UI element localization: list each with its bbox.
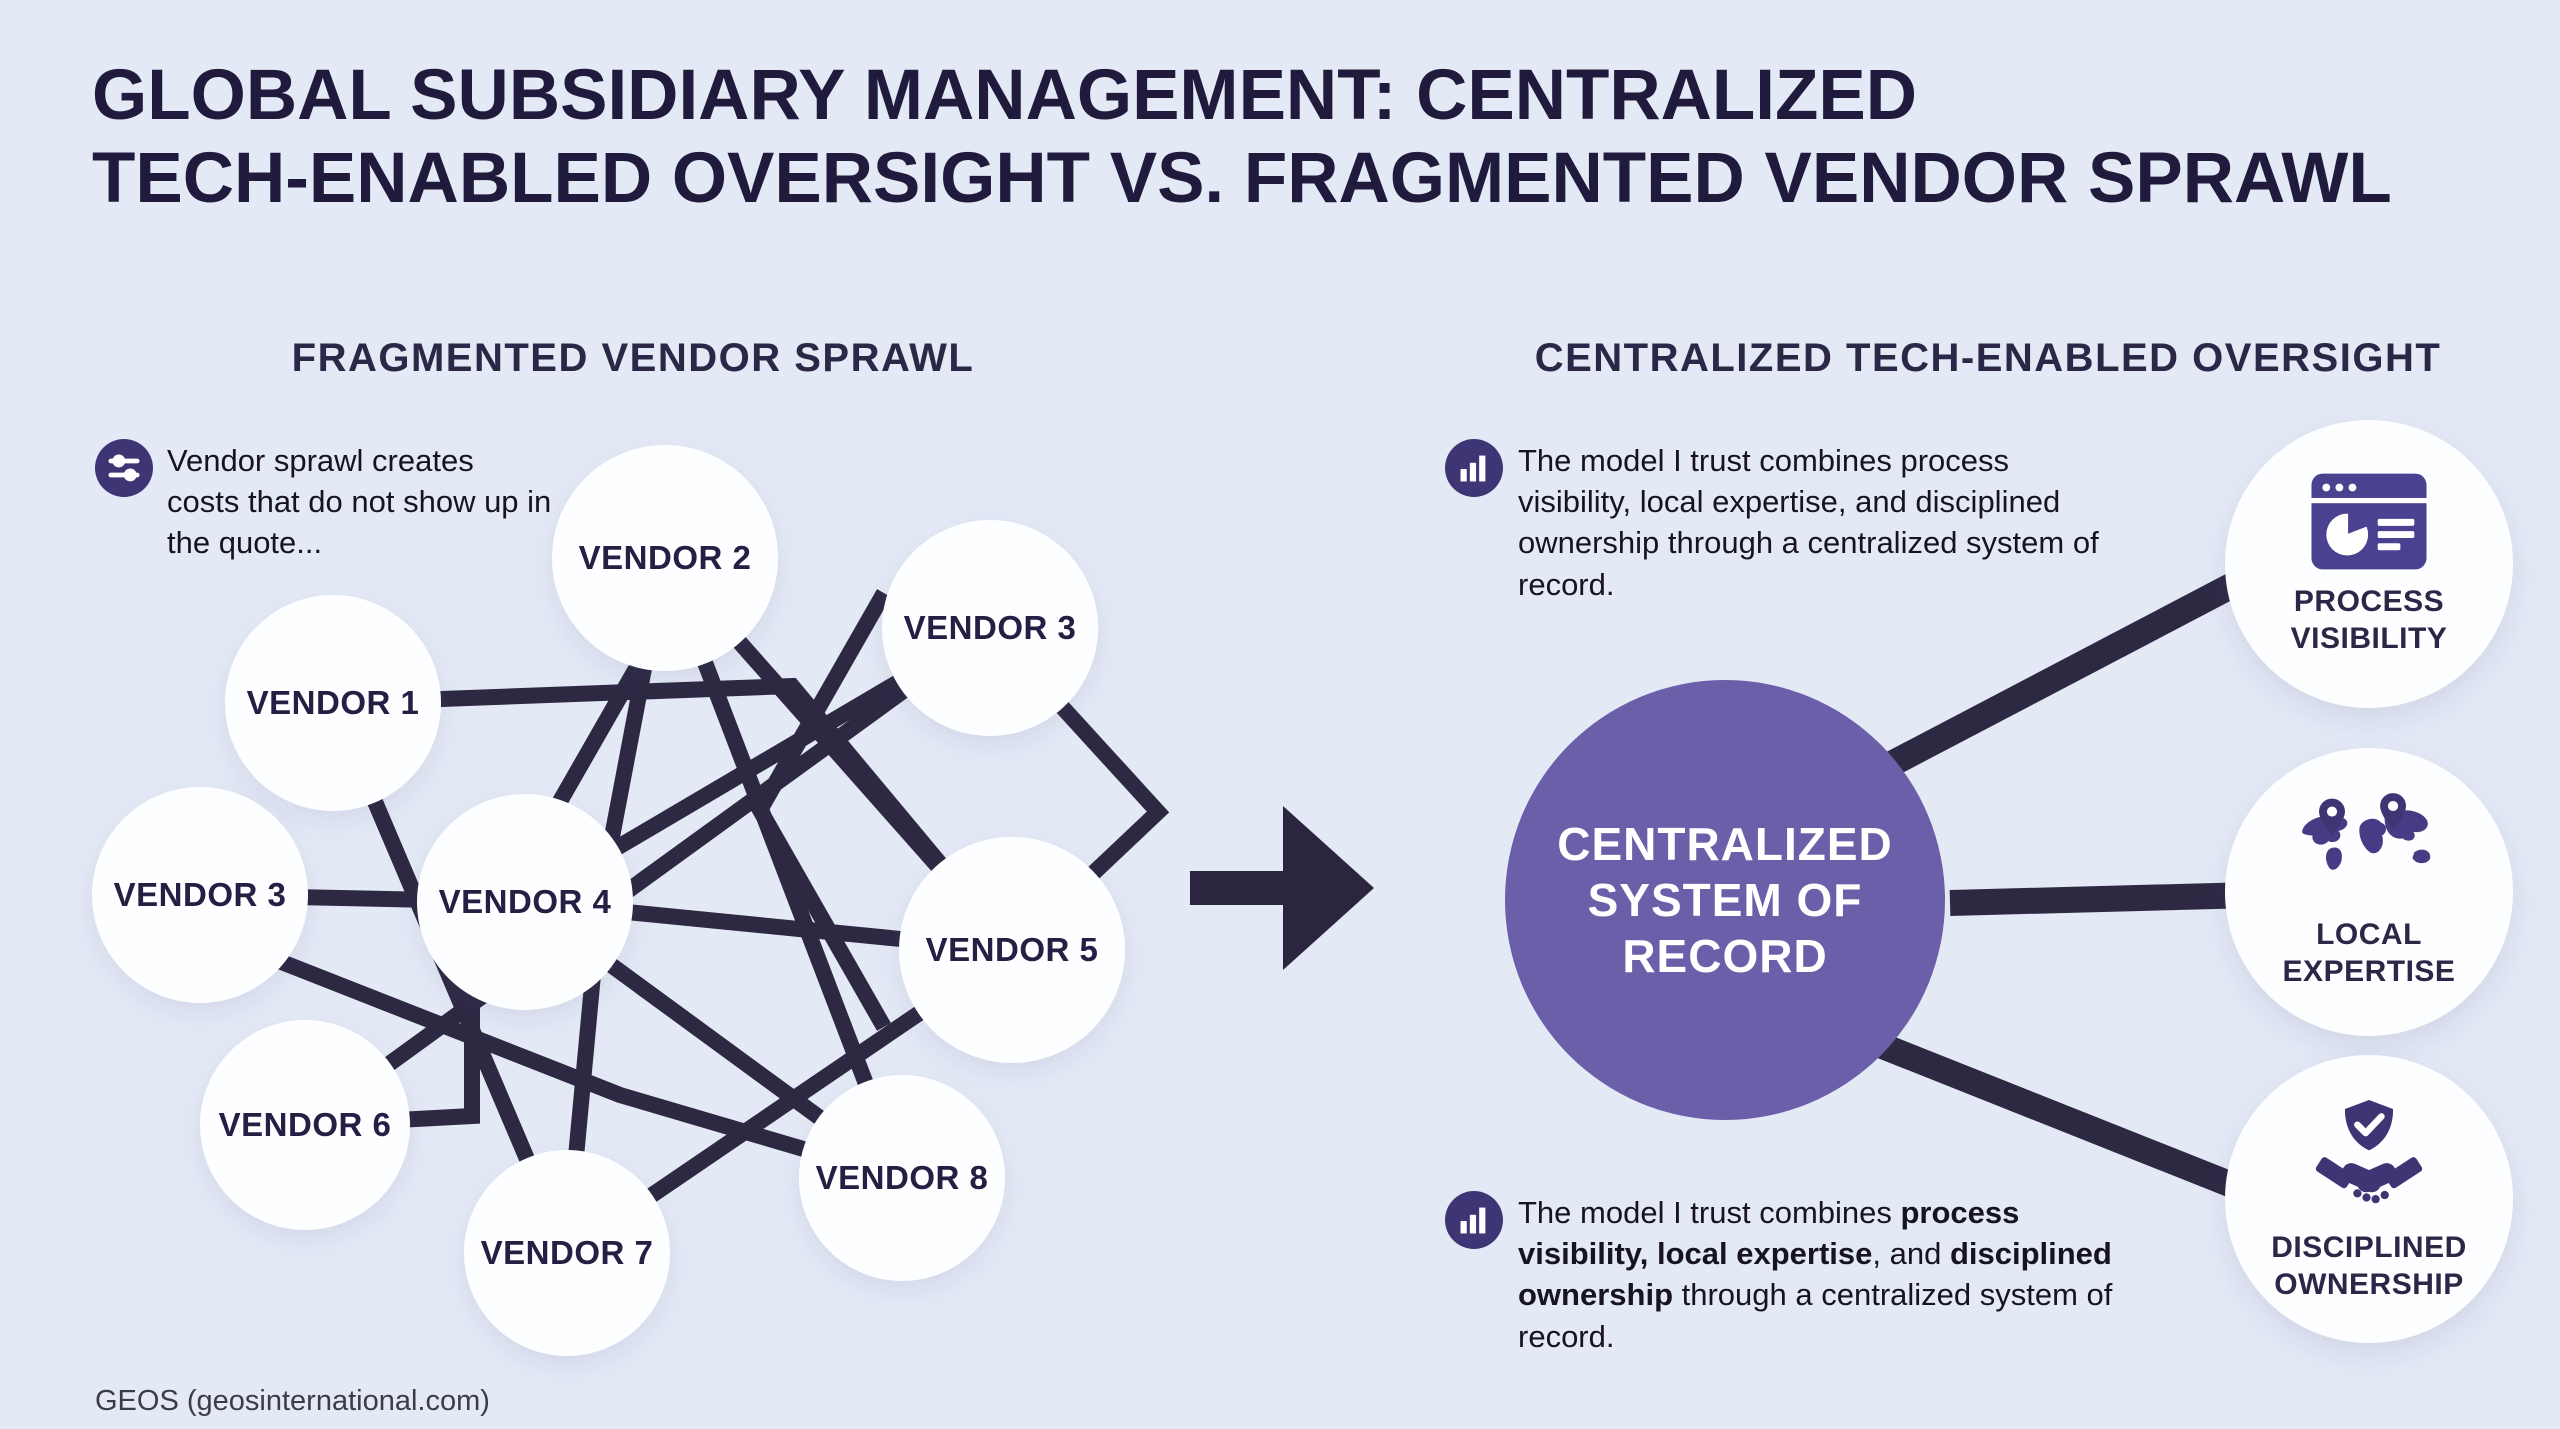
vendor-node: VENDOR 3 xyxy=(92,787,308,1003)
right-section-heading: CENTRALIZED TECH-ENABLED OVERSIGHT xyxy=(1534,336,2442,380)
left-note-text: Vendor sprawl creates costs that do not … xyxy=(167,443,552,561)
vendor-node: VENDOR 4 xyxy=(417,794,633,1010)
bar-chart-icon xyxy=(1445,1191,1503,1249)
vendor-label: VENDOR 8 xyxy=(815,1159,989,1196)
title-line-2: TECH-ENABLED OVERSIGHT VS. FRAGMENTED VE… xyxy=(92,139,2392,219)
vendor-label: VENDOR 6 xyxy=(218,1106,392,1143)
feature-label: PROCESS VISIBILITY xyxy=(2290,585,2448,655)
vendor-node: VENDOR 7 xyxy=(464,1150,670,1356)
sliders-icon xyxy=(95,439,153,497)
vendor-label: VENDOR 7 xyxy=(480,1234,654,1271)
vendor-label: VENDOR 2 xyxy=(578,539,752,576)
feature-disciplined-ownership: DISCIPLINED OWNERSHIP xyxy=(2225,1055,2513,1343)
vendor-label: VENDOR 3 xyxy=(113,876,287,913)
title-line-1: GLOBAL SUBSIDIARY MANAGEMENT: CENTRALIZE… xyxy=(92,56,1917,135)
vendor-node: VENDOR 6 xyxy=(200,1020,410,1230)
bar-chart-icon xyxy=(1445,439,1503,497)
feature-process-visibility: PROCESS VISIBILITY xyxy=(2225,420,2513,708)
page-title: GLOBAL SUBSIDIARY MANAGEMENT: CENTRALIZE… xyxy=(92,54,2522,220)
vendor-label: VENDOR 3 xyxy=(903,609,1077,646)
vendor-label: VENDOR 1 xyxy=(246,684,420,721)
footer-attribution: GEOS (geosinternational.com) xyxy=(95,1385,490,1417)
arrow-right-icon xyxy=(1190,806,1374,970)
vendor-label: VENDOR 4 xyxy=(438,883,612,920)
vendor-node: VENDOR 2 xyxy=(552,445,778,671)
right-top-note-text: The model I trust combines process visib… xyxy=(1518,443,2099,602)
feature-label: DISCIPLINED OWNERSHIP xyxy=(2271,1230,2467,1301)
left-section-heading: FRAGMENTED VENDOR SPRAWL xyxy=(291,336,975,380)
dashboard-report-icon xyxy=(2308,470,2430,578)
central-system-label: CENTRALIZED SYSTEM OF RECORD xyxy=(1557,817,1893,983)
right-bottom-note-text: The model I trust combines process visib… xyxy=(1518,1195,2113,1354)
vendor-node: VENDOR 3 xyxy=(882,520,1098,736)
feature-label: LOCAL EXPERTISE xyxy=(2282,918,2456,988)
vendor-node: VENDOR 8 xyxy=(799,1075,1005,1281)
vendor-node: VENDOR 5 xyxy=(899,837,1125,1063)
central-system-node: CENTRALIZED SYSTEM OF RECORD xyxy=(1505,680,1945,1120)
vendor-label: VENDOR 5 xyxy=(925,931,1099,968)
vendor-node: VENDOR 1 xyxy=(225,595,441,811)
feature-local-expertise: LOCAL EXPERTISE xyxy=(2225,748,2513,1036)
shield-handshake-icon xyxy=(2311,1095,2427,1224)
world-map-pins-icon xyxy=(2295,793,2443,911)
